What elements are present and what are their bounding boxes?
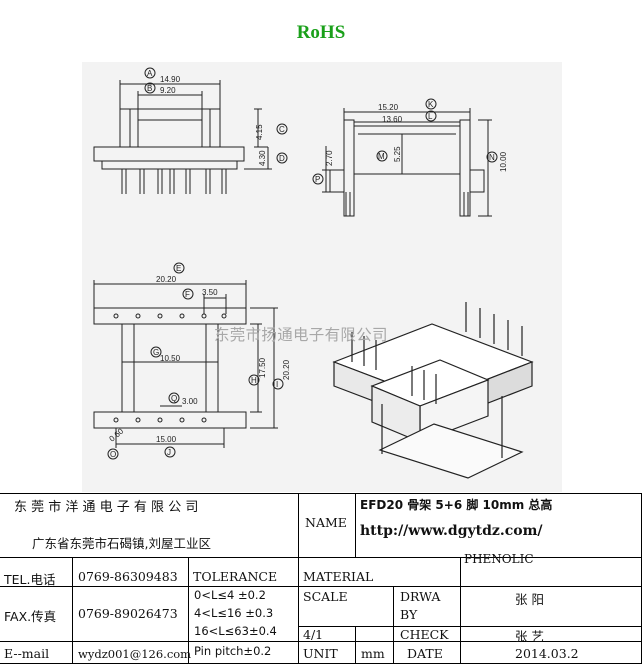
date-value: 2014.03.2 [515,646,579,661]
isometric-view [332,302,534,479]
label-h: H [251,376,257,385]
fax-label: FAX.传真 [4,609,57,624]
check-value: 张 艺 [515,629,544,644]
dim-e: 20.20 [156,275,177,284]
check-label: CHECK [400,627,449,642]
label-n: N [489,153,495,162]
front-view-body [119,108,221,148]
label-b: B [147,84,152,93]
side-view [322,108,492,217]
dim-a: 14.90 [160,75,181,84]
dim-g: 10.50 [160,354,181,363]
label-o: O [110,450,116,459]
dim-h: 17.50 [258,357,267,378]
label-q: Q [171,394,177,403]
company-name: 东 莞 市 洋 通 电 子 有 限 公 司 [14,500,199,515]
part-name: EFD20 骨架 5+6 脚 10mm 总高 [360,498,553,512]
material-label: MATERIAL [303,569,374,584]
tel-value: 0769-86309483 [78,569,178,584]
tel-label: TEL.电话 [4,572,56,587]
fax-value: 0769-89026473 [78,606,178,621]
tolerance-label: TOLERANCE [193,569,278,584]
dim-b: 9.20 [160,86,176,95]
dim-k: 15.20 [378,103,399,112]
tolerance-row-2: 4<L≤16 ±0.3 [194,606,274,620]
dim-l: 13.60 [382,115,403,124]
website-link[interactable]: http://www.dgytdz.com/ [360,523,543,539]
scale-value: 4/1 [303,627,324,642]
front-view [93,80,272,194]
dim-d: 4.30 [258,150,267,166]
label-p: P [315,175,320,184]
watermark-text: 东莞市扬通电子有限公司 [214,326,388,344]
dim-m: 5.25 [393,146,402,162]
label-c: C [279,125,285,134]
dim-i: 20.20 [282,359,291,380]
dim-q: 3.00 [182,397,198,406]
drawn-by-label-1: DRWA [400,589,441,604]
technical-drawing: A 14.90 B 9.20 4.15 C 4.30 D [82,62,562,492]
dim-j: 15.00 [156,435,177,444]
drawn-by-label-2: BY [400,607,418,622]
title-block: 东 莞 市 洋 通 电 子 有 限 公 司 广东省东莞市石碣镇,刘屋工业区 NA… [0,493,642,664]
label-a: A [147,69,153,78]
bottom-view [93,280,278,448]
scale-label: SCALE [303,589,348,604]
label-k: K [428,100,434,109]
label-d: D [279,154,285,163]
label-f: F [185,290,190,299]
label-e: E [176,264,181,273]
email-value[interactable]: wydz001@126.com [78,647,192,661]
tolerance-row-1: 0<L≤4 ±0.2 [194,588,266,602]
drawn-by-value: 张 阳 [515,592,544,607]
tolerance-row-3: 16<L≤63±0.4 [194,624,277,638]
bobbin-drawing: A 14.90 B 9.20 4.15 C 4.30 D [93,67,534,479]
label-m: M [378,152,385,161]
label-g: G [153,348,159,357]
label-i: I [276,380,278,389]
dim-c: 4.15 [255,124,264,140]
label-l: L [428,112,433,121]
company-address: 广东省东莞市石碣镇,刘屋工业区 [32,536,211,551]
label-j: J [167,448,171,457]
date-label: DATE [407,646,443,661]
unit-label: UNIT [303,646,338,661]
tolerance-row-4: Pin pitch±0.2 [194,644,272,658]
dim-o: 0.60 [108,426,126,443]
material-value: PHENOLIC [464,552,534,566]
name-label: NAME [305,515,347,530]
dim-p: 2.70 [325,150,334,166]
rohs-title: RoHS [296,22,346,43]
dim-f: 3.50 [202,288,218,297]
front-view-base [93,146,245,162]
dim-n: 10.00 [499,151,508,172]
email-label: E--mail [4,646,50,661]
unit-value: mm [361,646,385,661]
